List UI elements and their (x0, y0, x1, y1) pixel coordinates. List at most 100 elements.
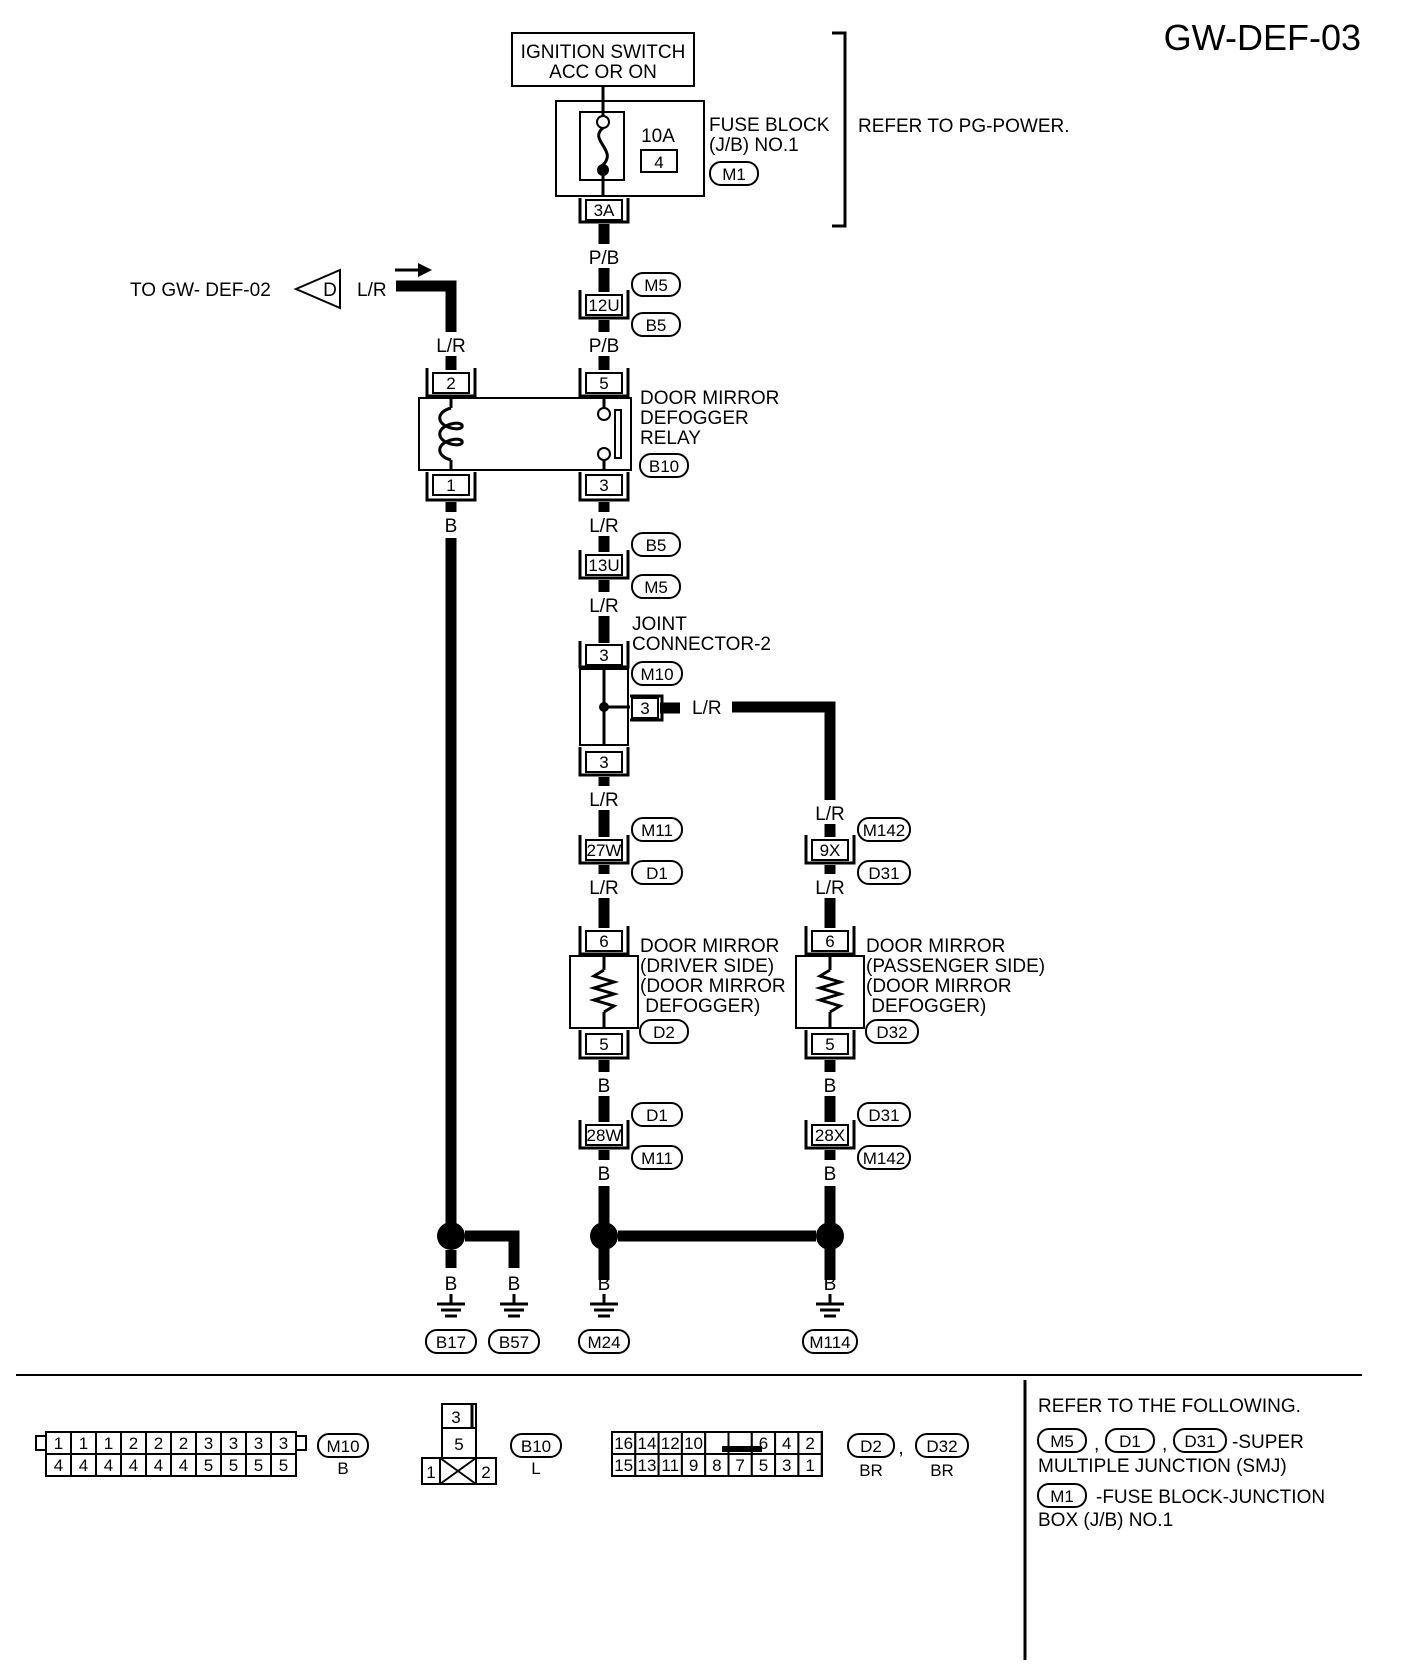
wire-color-pb-2: P/B (589, 336, 620, 357)
joint-pin-bottom-box (585, 751, 623, 773)
m10-pin-label: 2 (179, 1434, 188, 1453)
fuse-number-box (640, 149, 678, 173)
pass-mirror-pin5-box (811, 1033, 849, 1055)
b10-pin-right: 2 (481, 1463, 490, 1482)
drv-mirror-pin-5: 5 (599, 1035, 608, 1054)
ground-tag-b17 (425, 1329, 477, 1354)
connector-view-tag-m10 (317, 1433, 369, 1458)
connector-view-d32-id: D32 (926, 1437, 957, 1456)
junction-12u: 12U (588, 296, 619, 315)
splice-middle (590, 1222, 618, 1250)
m10-pin-label: 1 (104, 1434, 113, 1453)
connector-tag-d31-bot (857, 1102, 911, 1127)
connector-view-tag-b10 (510, 1433, 562, 1458)
ground-b17: B17 (436, 1333, 466, 1352)
connector-view-m10-color: B (337, 1459, 348, 1478)
wire-color-b-g2: B (508, 1274, 521, 1295)
refer-tag-d31 (1173, 1428, 1227, 1453)
m10-pin-label: 4 (129, 1456, 138, 1475)
connector-m10: M10 (640, 665, 673, 684)
connector-b5-top: B5 (646, 316, 667, 335)
connector-d31-bot: D31 (868, 1106, 899, 1125)
drv-mirror-pin5-box (585, 1033, 623, 1055)
connector-m11-top: M11 (641, 821, 673, 840)
fuse-block-label-2: (J/B) NO.1 (709, 135, 799, 156)
connector-tag-m10 (631, 661, 683, 686)
connector-tag-m142-bot (857, 1145, 911, 1170)
wire-color-lr-drv-2: L/R (589, 878, 619, 899)
junction-27w-bracket (578, 835, 630, 865)
connector-tag-m5-top (631, 272, 681, 297)
refer-sep-1: , (1094, 1434, 1099, 1455)
pass-mirror-pin5-bracket (804, 1030, 856, 1060)
connector-view-tag-d32 (915, 1433, 969, 1458)
connector-tag-m11-top (631, 817, 683, 842)
ground-tag-m24 (578, 1329, 630, 1354)
b10-cell-top (441, 1403, 477, 1429)
d2-pin-label: 10 (684, 1434, 703, 1453)
refer-pg-power: REFER TO PG-POWER. (858, 116, 1070, 137)
relay-pin2-bracket (425, 368, 477, 398)
ground-m114: M114 (809, 1333, 850, 1352)
ignition-switch-box (511, 32, 695, 87)
wire-color-lr-pass-2: L/R (815, 878, 845, 899)
relay-pin-3: 3 (599, 476, 608, 495)
junction-28x: 28X (815, 1126, 845, 1145)
relay-pin3-bracket (578, 472, 630, 502)
m10-pin-label: 4 (154, 1456, 163, 1475)
pass-mirror-label-3: (DOOR MIRROR (866, 976, 1012, 997)
connector-view-b10-color: L (531, 1459, 540, 1478)
ground-tag-b57 (488, 1329, 540, 1354)
junction-27w: 27W (587, 841, 622, 860)
refer-tag-m1 (1037, 1483, 1087, 1508)
m10-cell (270, 1453, 297, 1477)
terminal-3a: 3A (594, 201, 615, 220)
fuse-terminal-bottom (597, 164, 609, 176)
wire-color-lr-joint: L/R (692, 698, 722, 719)
b10-blank-x2 (439, 1457, 477, 1485)
wire-color-b-drv-1: B (598, 1076, 611, 1097)
junction-13u-box (585, 554, 623, 576)
d2-pin-label: 1 (805, 1456, 814, 1475)
relay-label-3: RELAY (640, 428, 701, 449)
connector-d1-top: D1 (646, 864, 668, 883)
refer-smj-text-1: -SUPER (1232, 1432, 1304, 1453)
connector-m5-mid: M5 (644, 578, 668, 597)
relay-body (418, 397, 632, 471)
connector-d1-bot: D1 (646, 1106, 668, 1125)
offpage-text: TO GW- DEF-02 (130, 280, 271, 301)
refer-title: REFER TO THE FOLLOWING. (1038, 1396, 1301, 1417)
joint-pin-bottom: 3 (599, 753, 608, 772)
connector-tag-b10 (639, 453, 689, 478)
splice-left (437, 1222, 465, 1250)
m10-pin-label: 1 (54, 1434, 63, 1453)
flow-arrow-head (418, 263, 432, 277)
relay-pin1-box (432, 474, 470, 496)
relay-pin-5: 5 (599, 374, 608, 393)
d2-pin-label: 8 (712, 1456, 721, 1475)
d2-pin-label: 3 (782, 1456, 791, 1475)
m10-pin-label: 3 (204, 1434, 213, 1453)
m10-latch-right (295, 1435, 307, 1451)
pass-mirror-pin-6: 6 (825, 932, 834, 951)
d2-pin-label: 2 (805, 1434, 814, 1453)
offpage-arrow (293, 268, 341, 310)
wire-color-b-g4: B (824, 1274, 837, 1295)
b10-pin-left: 1 (426, 1463, 435, 1482)
m10-pin-label: 5 (229, 1456, 238, 1475)
connector-view-separator: , (898, 1438, 903, 1459)
connector-view-d2-color: BR (859, 1461, 883, 1480)
wire-lr-offpage (396, 280, 457, 332)
drv-mirror-pin6-bracket (578, 926, 630, 956)
wire-b-b57 (465, 1230, 520, 1268)
connector-m5-top: M5 (644, 276, 668, 295)
relay-pin1-bracket (425, 472, 477, 502)
drv-heater-resistor (588, 968, 620, 1014)
junction-9x-box (811, 839, 849, 861)
joint-pin-bottom-bracket (578, 747, 630, 777)
wire-lr-to-passenger (732, 701, 836, 800)
ignition-label-1: IGNITION SWITCH (521, 42, 686, 63)
refer-code-m1: M1 (1050, 1487, 1074, 1506)
